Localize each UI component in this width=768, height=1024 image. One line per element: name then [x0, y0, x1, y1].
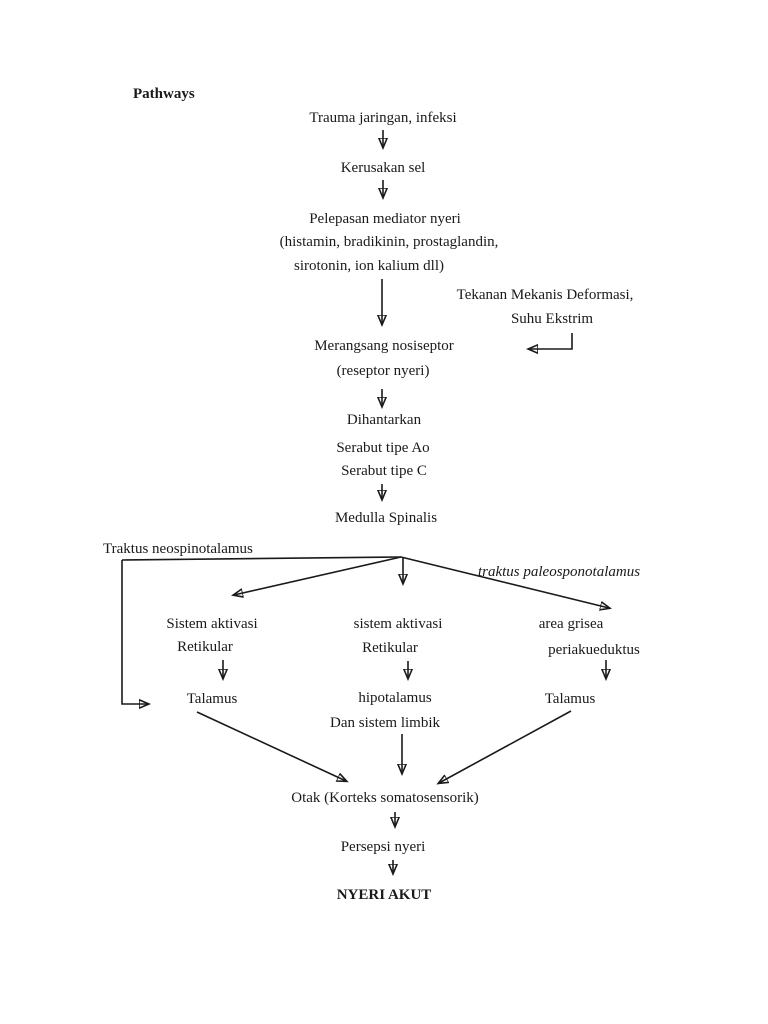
node-nyeri-akut: NYERI AKUT — [336, 887, 432, 903]
node-medulla-spinalis: Medulla Spinalis — [334, 510, 438, 526]
arrow-neospinotalamus-elbow — [121, 560, 148, 704]
page-title: Pathways — [133, 86, 195, 102]
node-col1-talamus: Talamus — [186, 691, 238, 707]
arrow-tekanan-elbow-left — [529, 333, 573, 349]
node-col3-talamus: Talamus — [544, 691, 596, 707]
arrow-branch-diagonal-right — [400, 556, 609, 608]
node-pelepasan-line3: sirotonin, ion kalium dll) — [294, 258, 444, 274]
node-col3-periakueduktus: periakueduktus — [548, 642, 640, 658]
node-merangsang-line1: Merangsang nosiseptor — [314, 338, 454, 354]
node-persepsi-nyeri: Persepsi nyeri — [340, 839, 426, 855]
node-merangsang-line2: (reseptor nyeri) — [336, 363, 430, 379]
node-trauma: Trauma jaringan, infeksi — [309, 110, 457, 126]
node-col2-sistem-aktivasi: sistem aktivasi — [353, 616, 443, 632]
node-dihantarkan-line2: Serabut tipe Ao — [336, 440, 430, 456]
label-traktus-neospinotalamus: Traktus neospinotalamus — [103, 541, 253, 557]
arrow-branch-diagonal-left — [234, 556, 402, 595]
arrow-talamus-right-to-otak — [439, 710, 572, 783]
node-col2-retikular: Retikular — [362, 640, 418, 656]
node-col2-dan-sistem-limbik: Dan sistem limbik — [330, 715, 440, 731]
arrow-talamus-left-to-otak — [196, 711, 346, 781]
node-dihantarkan-line3: Serabut tipe C — [341, 463, 427, 479]
line-branch-horizontal — [121, 556, 402, 561]
node-col3-area-grisea: area grisea — [538, 616, 604, 632]
node-col1-retikular: Retikular — [177, 639, 233, 655]
node-pelepasan-line2: (histamin, bradikinin, prostaglandin, — [279, 234, 499, 250]
node-dihantarkan-line1: Dihantarkan — [346, 412, 422, 428]
node-col1-sistem-aktivasi: Sistem aktivasi — [166, 616, 258, 632]
node-tekanan-line1: Tekanan Mekanis Deformasi, — [456, 287, 634, 303]
label-traktus-paleosponotalamus: traktus paleosponotalamus — [477, 564, 641, 580]
node-pelepasan-line1: Pelepasan mediator nyeri — [309, 211, 461, 227]
node-col2-hipotalamus: hipotalamus — [358, 690, 432, 706]
node-otak-korteks: Otak (Korteks somatosensorik) — [291, 790, 479, 806]
node-kerusakan-sel: Kerusakan sel — [340, 160, 426, 176]
node-tekanan-line2: Suhu Ekstrim — [510, 311, 594, 327]
